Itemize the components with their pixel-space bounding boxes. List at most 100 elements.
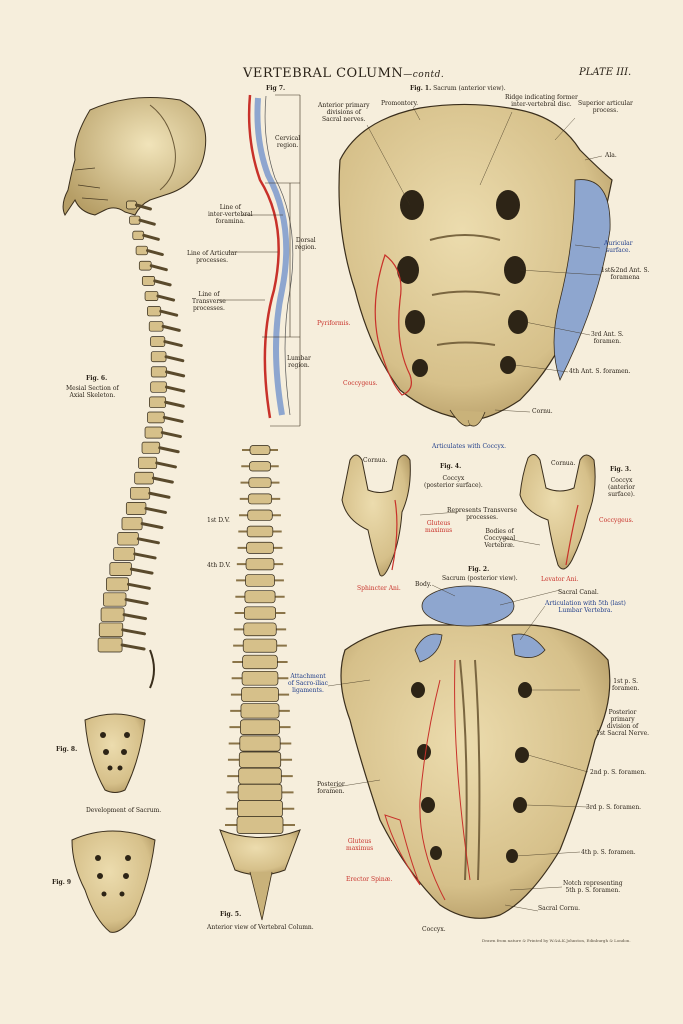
vertebra-body — [97, 637, 123, 653]
vertebra-body — [109, 562, 132, 576]
fig4-gluteus: Gluteus maximus — [425, 520, 453, 534]
fig2-sacral-canal: Sacral Canal. — [558, 589, 599, 596]
spinous-process — [129, 567, 154, 575]
vertebra-body — [141, 275, 156, 286]
vertebra-body — [106, 577, 129, 592]
printer-imprint: Drawn from nature & Printed by W.&A.K.Jo… — [482, 938, 631, 943]
fig2-second-ps: 2nd p. S. foramen. — [590, 769, 647, 776]
vertebra-body — [150, 336, 166, 347]
vertebra-body — [243, 606, 277, 620]
fig6-skull-spine — [62, 97, 207, 689]
fig6-label: Fig. 6. — [86, 375, 108, 382]
fig3-coccygeus: Coccygeus. — [599, 517, 634, 524]
spinous-process — [165, 370, 186, 378]
page-title: VERTEBRAL COLUMN—contd. — [243, 66, 445, 81]
fig2-erector: Erector Spinæ. — [346, 876, 393, 883]
fig8-caption: Development of Sacrum. — [86, 807, 162, 814]
fig7-cervical: Cervical region. — [275, 135, 301, 149]
vertebra-body — [113, 547, 136, 561]
vertebra-body — [149, 396, 167, 408]
vertebra-body — [135, 245, 148, 256]
fig1-fourth: 4th Ant. S. foramen. — [569, 368, 631, 375]
fig1-sacrum-anterior — [338, 103, 613, 427]
vertebra-body — [241, 670, 279, 686]
spinous-process — [149, 264, 168, 272]
vertebra-body — [245, 574, 275, 587]
vertebra-body — [147, 411, 165, 424]
vertebra-body — [237, 783, 283, 801]
fig2-first-ps: 1st p. S. foramen. — [612, 678, 640, 692]
vertebra-body — [138, 260, 152, 271]
vertebra-body — [241, 687, 279, 703]
plate-number: PLATE III. — [579, 67, 632, 78]
fig4-sphincter: Sphincter Ani. — [357, 585, 401, 592]
fig7-lumbar: Lumbar region. — [287, 355, 311, 369]
fig3-levator: Levator Ani. — [541, 576, 579, 583]
fig7-label: Fig 7. — [266, 85, 286, 92]
vertebra-body — [150, 381, 167, 393]
vertebra-body — [242, 654, 278, 670]
fig8-sacrum-development — [84, 713, 146, 793]
fig1-pyriformis: Pyriformis. — [317, 320, 351, 327]
vertebra-body — [244, 590, 276, 604]
vertebra-body — [100, 607, 125, 622]
vertebra-body — [130, 486, 151, 500]
fig1-anterior-divisions: Anterior primary divisions of Sacral ner… — [318, 102, 370, 123]
fig1-title: Sacrum (anterior view). — [433, 85, 506, 92]
fig2-notch: Notch representing 5th p. S. foramen. — [563, 880, 623, 894]
spinous-process — [151, 476, 174, 484]
fig6-caption: Mesial Section of Axial Skeleton. — [66, 385, 119, 399]
vertebra-body — [248, 477, 272, 488]
fig2-articulation: Articulation with 5th (last) Lumbar Vert… — [545, 600, 626, 614]
vertebra-body — [150, 366, 167, 378]
spinous-process — [153, 279, 172, 287]
vertebra-body — [242, 638, 278, 653]
spinous-process — [133, 552, 157, 560]
vertebra-body — [150, 351, 167, 363]
fig9-label: Fig. 9 — [52, 879, 72, 886]
vertebra-body — [247, 509, 273, 521]
fig2-sacrum-posterior — [340, 585, 611, 919]
vertebra-body — [144, 291, 159, 302]
spinous-process — [155, 461, 177, 469]
fig7-articular: Line of Articular processes. — [187, 250, 238, 264]
spinous-process — [136, 537, 160, 545]
spinous-process — [122, 613, 148, 621]
fig2-gluteus: Gluteus maximus — [346, 838, 374, 852]
fig2-body: Body. — [415, 581, 432, 588]
fig2-title: Sacrum (posterior view). — [442, 575, 518, 582]
spinous-process — [164, 400, 185, 408]
fig2-third-ps: 3rd p. S. foramen. — [586, 804, 642, 811]
fig1-ridges: Ridge indicating former inter-vertebral … — [505, 94, 578, 108]
fig7-transverse: Line of Transverse processes. — [192, 291, 226, 312]
spinous-process — [124, 597, 149, 605]
vertebra-body — [141, 441, 161, 454]
fig3-label: Fig. 3. — [610, 466, 632, 473]
fig5-caption: Anterior view of Vertebral Column. — [207, 924, 314, 931]
fig7-dorsal: Dorsal region. — [295, 237, 317, 251]
fig4-coccyx-posterior — [341, 454, 411, 577]
vertebra-body — [144, 426, 163, 439]
leader-lines — [327, 106, 603, 912]
fig5-label: Fig. 5. — [220, 911, 242, 918]
fig1-ala: Ala. — [605, 152, 617, 159]
fig1-label: Fig. 1. — [410, 85, 432, 92]
vertebra-body — [236, 816, 284, 834]
spinous-process — [120, 643, 146, 651]
vertebra-body — [121, 517, 143, 531]
fig4-label: Fig. 4. — [440, 463, 462, 470]
fig4-cornua: Cornua. — [363, 457, 388, 464]
fig1-superior: Superior articular process. — [578, 100, 633, 114]
fig1-heading: Fig. 1. Sacrum (anterior view). — [410, 85, 506, 93]
spinous-process — [163, 340, 183, 348]
fig1-articulates: Articulates with Coccyx. — [432, 443, 507, 450]
vertebra-body — [239, 735, 281, 752]
spinous-process — [126, 582, 151, 590]
fig1-coccygeus: Coccygeus. — [343, 380, 378, 387]
vertebra-body — [240, 703, 280, 719]
fig1-cornu: Cornu. — [532, 408, 553, 415]
spinous-process — [164, 385, 186, 393]
vertebra-body — [249, 461, 271, 472]
